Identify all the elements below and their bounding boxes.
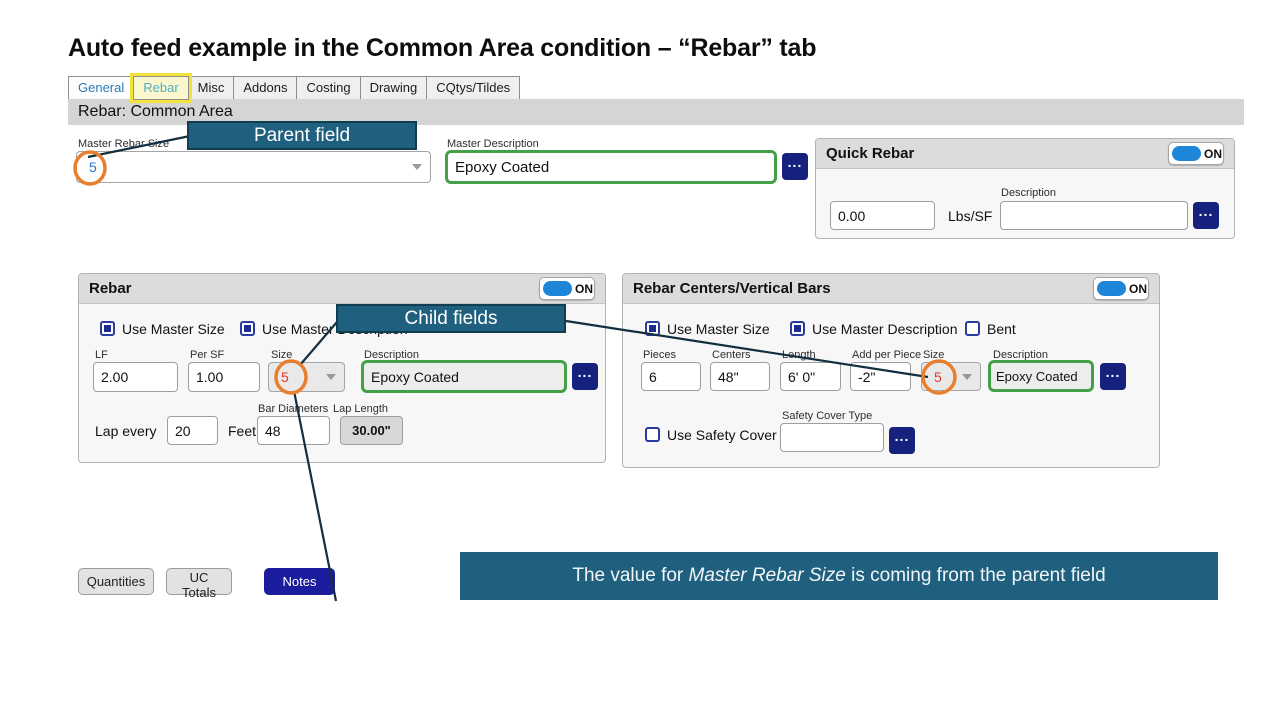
- quantities-button[interactable]: Quantities: [78, 568, 154, 595]
- rebar-centers-title: Rebar Centers/Vertical Bars: [633, 280, 831, 297]
- centers-use-master-description-label: Use Master Description: [812, 321, 958, 337]
- master-description-input[interactable]: [445, 150, 777, 184]
- pieces-label: Pieces: [643, 349, 677, 361]
- rebar-panel-title: Rebar: [89, 280, 132, 297]
- rebar-centers-toggle[interactable]: ON: [1093, 277, 1149, 300]
- lbs-per-sf-label: Lbs/SF: [948, 208, 993, 224]
- length-input[interactable]: [780, 362, 841, 391]
- toggle-knob-icon: [1172, 146, 1201, 161]
- master-rebar-size-label: Master Rebar Size: [78, 138, 170, 150]
- checkbox-check-icon: [244, 325, 251, 332]
- rebar-description-ellipsis-button[interactable]: ...: [572, 363, 598, 390]
- tab-drawing[interactable]: Drawing: [359, 76, 428, 100]
- callout-bar: The value for Master Rebar Size is comin…: [460, 552, 1218, 600]
- quick-rebar-description-input[interactable]: [1000, 201, 1188, 230]
- centers-size-label: Size: [923, 349, 945, 361]
- lap-length-label: Lap Length: [333, 403, 389, 415]
- tab-bar: General Rebar Misc Addons Costing Drawin…: [68, 73, 521, 103]
- per-sf-label: Per SF: [190, 349, 225, 361]
- toggle-on-label: ON: [1204, 146, 1222, 161]
- quick-rebar-ellipsis-button[interactable]: ...: [1193, 202, 1219, 229]
- lap-every-input[interactable]: [167, 416, 218, 445]
- quick-rebar-toggle[interactable]: ON: [1168, 142, 1224, 165]
- pieces-input[interactable]: [641, 362, 701, 391]
- centers-size-value: 5: [934, 368, 942, 385]
- lf-label: LF: [95, 349, 108, 361]
- centers-use-master-description-checkbox[interactable]: [790, 321, 805, 336]
- centers-use-master-size-label: Use Master Size: [667, 321, 770, 337]
- toggle-knob-icon: [1097, 281, 1126, 296]
- tab-cqtys-tildes[interactable]: CQtys/Tildes: [426, 76, 521, 100]
- bent-checkbox[interactable]: [965, 321, 980, 336]
- bent-label: Bent: [987, 321, 1016, 337]
- rebar-panel-toggle[interactable]: ON: [539, 277, 595, 300]
- size-label: Size: [271, 349, 293, 361]
- lap-length-value: 30.00": [340, 416, 403, 445]
- add-per-piece-input[interactable]: [850, 362, 911, 391]
- callout-prefix: The value for: [572, 565, 689, 586]
- child-fields-annotation: Child fields: [336, 304, 566, 333]
- safety-cover-type-input[interactable]: [780, 423, 884, 452]
- uc-totals-button[interactable]: UC Totals: [166, 568, 232, 600]
- master-rebar-size-value: 5: [89, 159, 97, 175]
- toggle-on-label: ON: [575, 281, 593, 296]
- feet-label: Feet: [228, 423, 257, 439]
- use-master-size-checkbox[interactable]: [100, 321, 115, 336]
- quick-rebar-description-label: Description: [1001, 187, 1057, 199]
- tab-misc[interactable]: Misc: [187, 76, 235, 100]
- toggle-on-label: ON: [1129, 281, 1147, 296]
- quick-rebar-title: Quick Rebar: [826, 145, 915, 162]
- safety-cover-type-label: Safety Cover Type: [782, 410, 873, 422]
- centers-label: Centers: [712, 349, 751, 361]
- description-label: Description: [364, 349, 420, 361]
- length-label: Length: [782, 349, 816, 361]
- add-per-piece-label: Add per Piece: [852, 349, 922, 361]
- master-rebar-size-dropdown[interactable]: 5: [76, 151, 431, 183]
- checkbox-check-icon: [649, 325, 656, 332]
- section-header: Rebar: Common Area: [68, 99, 1244, 125]
- parent-field-annotation: Parent field: [187, 121, 417, 150]
- lf-input[interactable]: [93, 362, 178, 392]
- centers-description-input[interactable]: [988, 360, 1094, 392]
- rebar-centers-header: Rebar Centers/Vertical Bars ON: [623, 274, 1159, 304]
- quick-rebar-header: Quick Rebar ON: [816, 139, 1234, 169]
- page-title: Auto feed example in the Common Area con…: [68, 34, 817, 62]
- use-safety-cover-label: Use Safety Cover: [667, 427, 777, 443]
- lap-every-label: Lap every: [95, 423, 157, 439]
- bar-diameters-label: Bar Diameters: [258, 403, 329, 415]
- tab-rebar[interactable]: Rebar: [130, 73, 192, 103]
- chevron-down-icon: [962, 373, 972, 380]
- centers-size-dropdown[interactable]: 5: [921, 362, 981, 391]
- callout-italic-text: Master Rebar Size: [688, 565, 846, 586]
- description-input[interactable]: [361, 360, 567, 393]
- master-description-ellipsis-button[interactable]: ...: [782, 153, 808, 180]
- centers-input[interactable]: [710, 362, 770, 391]
- bar-diameters-input[interactable]: [257, 416, 330, 445]
- lbs-per-sf-input[interactable]: [830, 201, 935, 230]
- tab-general[interactable]: General: [68, 76, 135, 100]
- centers-description-ellipsis-button[interactable]: ...: [1100, 363, 1126, 390]
- size-value: 5: [281, 369, 289, 385]
- size-dropdown[interactable]: 5: [268, 362, 345, 392]
- use-master-size-label: Use Master Size: [122, 321, 225, 337]
- use-safety-cover-checkbox[interactable]: [645, 427, 660, 442]
- safety-cover-ellipsis-button[interactable]: ...: [889, 427, 915, 454]
- centers-description-label: Description: [993, 349, 1049, 361]
- chevron-down-icon: [326, 374, 336, 380]
- notes-button[interactable]: Notes: [264, 568, 335, 595]
- chevron-down-icon: [412, 164, 422, 170]
- callout-suffix: is coming from the parent field: [845, 565, 1106, 586]
- checkbox-check-icon: [794, 325, 801, 332]
- checkbox-check-icon: [104, 325, 111, 332]
- master-description-label: Master Description: [447, 138, 539, 150]
- centers-use-master-size-checkbox[interactable]: [645, 321, 660, 336]
- per-sf-input[interactable]: [188, 362, 260, 392]
- tab-costing[interactable]: Costing: [296, 76, 361, 100]
- rebar-panel-header: Rebar ON: [79, 274, 605, 304]
- use-master-description-checkbox[interactable]: [240, 321, 255, 336]
- tab-addons[interactable]: Addons: [233, 76, 298, 100]
- toggle-knob-icon: [543, 281, 572, 296]
